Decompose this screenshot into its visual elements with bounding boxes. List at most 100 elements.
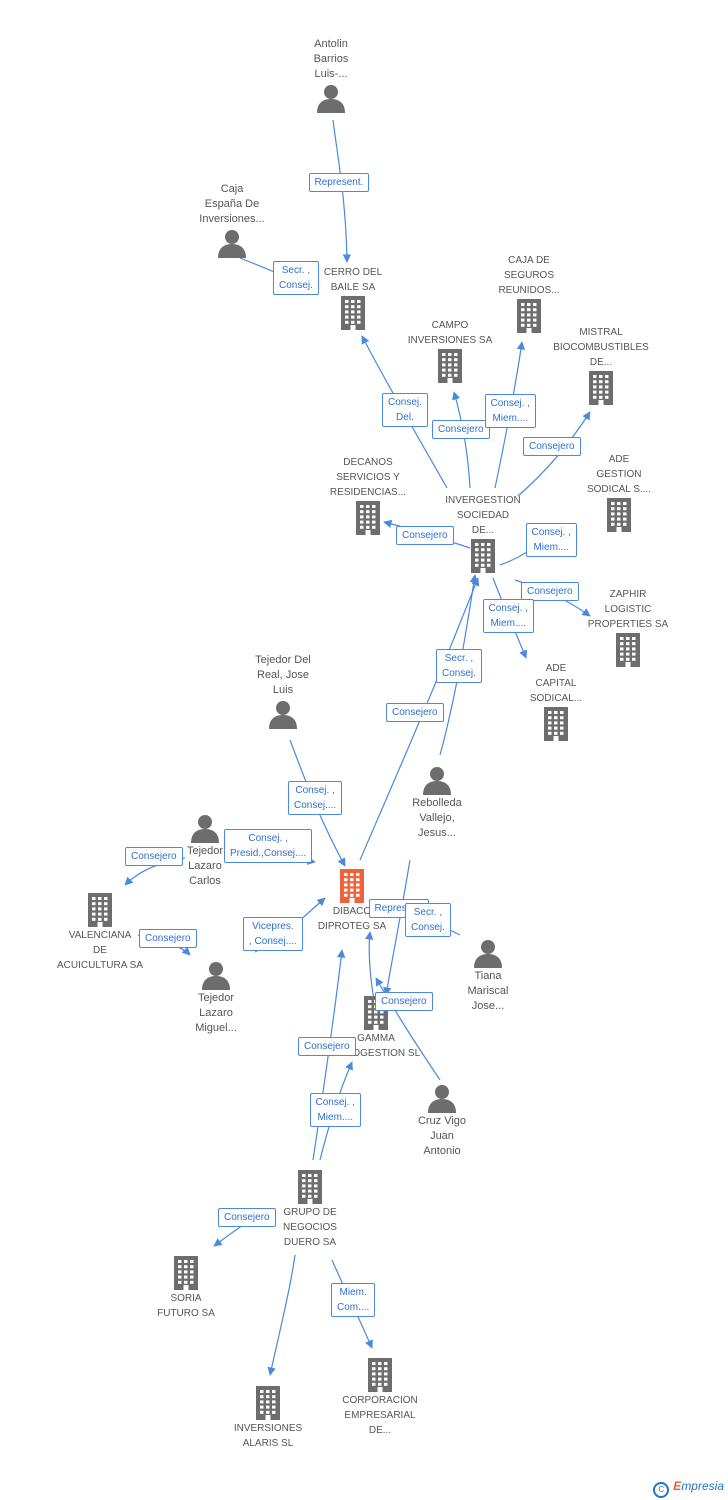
edge-label-e17[interactable]: Vicepres. , Consej....: [243, 917, 303, 951]
edge-label-text: Represent.: [374, 902, 424, 914]
node-label-line: Inversiones...: [199, 213, 265, 225]
edge-label-e10[interactable]: Consej. ,Miem....: [482, 599, 534, 633]
edge-label-e19[interactable]: Secr. ,Consej.: [405, 903, 451, 937]
node-label-line: DIPROTEG SA: [317, 921, 387, 932]
node-label-line: DE...: [589, 357, 613, 368]
edge-label-e1[interactable]: Represent.: [308, 172, 370, 192]
building-icon: [203, 1385, 333, 1421]
edge-label-e15[interactable]: Consejero: [125, 846, 183, 866]
edge-label-text: Consejero: [304, 1040, 350, 1052]
building-icon: [563, 632, 693, 668]
node-label-line: ZAPHIR: [609, 589, 647, 600]
edge-label-e6[interactable]: Consejero: [523, 436, 581, 456]
edge-label-text: Del.: [396, 412, 414, 423]
node-label-line: ADE: [608, 454, 630, 465]
edge-label-e8[interactable]: Consej. ,Miem....: [525, 523, 577, 557]
edge-label-text: Com....: [337, 1302, 370, 1313]
building-icon: [418, 538, 548, 574]
edge-label-e14[interactable]: Consej. , Presid.,Consej....: [224, 829, 313, 863]
edge-label-e12[interactable]: Consejero: [386, 702, 444, 722]
node-label-line: SEROGESTION SL: [331, 1048, 421, 1059]
edge-label-text: Presid.,Consej....: [230, 848, 307, 859]
building-icon: [303, 500, 433, 536]
building-icon: [536, 370, 666, 406]
node-label-line: Carlos: [189, 875, 221, 887]
edge-label-text: Consejero: [529, 440, 575, 452]
edge-label-e24[interactable]: Consejero: [218, 1207, 276, 1227]
edge-label-e23[interactable]: Consejero: [375, 991, 433, 1011]
edge-label-e21[interactable]: Consejero: [298, 1036, 356, 1056]
node-label-line: Real, Jose: [257, 669, 309, 681]
building-icon: [464, 298, 594, 334]
edge-label-e5[interactable]: Consej. ,Miem....: [484, 394, 536, 428]
node-label-line: Jose...: [471, 1000, 505, 1012]
edge-label-text: Vicepres.: [252, 921, 294, 932]
node-label-line: SERVICIOS Y: [336, 472, 400, 483]
edge-label-e7[interactable]: Consejero: [396, 525, 454, 545]
node-label-line: SODICAL...: [529, 693, 583, 704]
edge-label-e2[interactable]: Secr. , Consej.: [273, 261, 319, 295]
edge-label-text: Consej.: [388, 397, 422, 408]
edge-label-text: Consejero: [131, 850, 177, 862]
building-icon: [288, 295, 418, 331]
node-label-line: Rebolleda: [412, 797, 462, 809]
edge-label-e13[interactable]: Consej. ,Consej....: [288, 781, 343, 815]
edge-label-e25[interactable]: Miem.Com....: [331, 1283, 376, 1317]
company-node-dibaco[interactable]: DIBACO DIPROTEG SA: [287, 868, 417, 934]
node-label: DIBACO DIPROTEG SA: [287, 904, 417, 934]
edge-label-text: Secr. ,: [281, 265, 311, 276]
edge-label-text: Consej....: [294, 800, 337, 811]
edge-label-e3[interactable]: Consej. Del.: [382, 393, 428, 427]
node-label-line: VALENCIANA: [68, 930, 132, 941]
edge-label-text: Consej. ,: [248, 833, 288, 844]
edge-label-e4[interactable]: Consejero: [432, 419, 490, 439]
node-label-line: DE...: [471, 525, 495, 536]
edge-label-text: Consejero: [527, 585, 573, 597]
edge-label-text: Consejero: [381, 995, 427, 1007]
edge-label-e9[interactable]: Consejero: [521, 581, 579, 601]
node-label-line: FUTURO SA: [157, 1308, 215, 1319]
node-label-line: DUERO SA: [283, 1237, 337, 1248]
edge-label-e22[interactable]: Consej. ,Miem....: [309, 1093, 361, 1127]
edge-label-e16[interactable]: Consejero: [139, 928, 197, 948]
edge-label-text: , Consej....: [249, 936, 297, 947]
node-label-line: LOGISTIC: [604, 604, 652, 615]
edge-label-text: Miem....: [533, 542, 570, 553]
node-label-line: DIBACO: [332, 906, 372, 917]
edge-label-text: Consej.: [279, 280, 313, 291]
node-label-line: MISTRAL: [579, 327, 623, 338]
edge-label-e11[interactable]: Secr. ,Consej.: [436, 649, 482, 683]
